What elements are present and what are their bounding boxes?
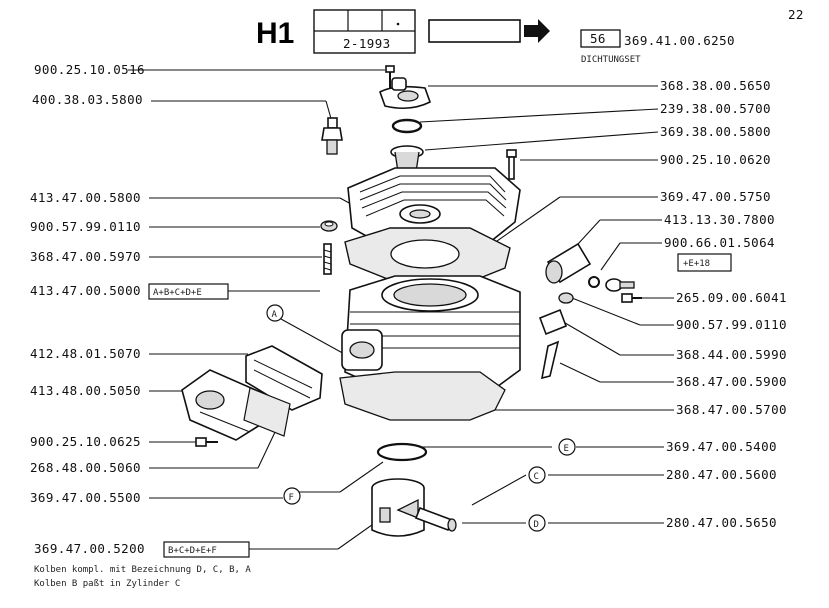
part-number-right: 369.38.00.5800	[660, 124, 771, 139]
temperature-sensor	[321, 117, 343, 155]
part-number-right: 900.57.99.0110	[676, 317, 787, 332]
variant-label: B+C+D+E+F	[168, 546, 217, 556]
part-number-left: 900.25.10.0625	[30, 434, 141, 449]
part-number-right: 368.47.00.5900	[676, 374, 787, 389]
piston-ring	[376, 442, 428, 462]
part-number-right: 239.38.00.5700	[660, 101, 771, 116]
header-empty-box	[428, 19, 521, 43]
reed-valve	[245, 345, 323, 411]
washer	[320, 220, 338, 232]
exhaust-sleeve	[545, 242, 592, 284]
callout-E: E	[558, 438, 576, 456]
svg-text:F: F	[289, 493, 294, 503]
bolt-right	[506, 149, 517, 180]
part-number-left: 368.47.00.5970	[30, 249, 141, 264]
screw-right	[621, 293, 642, 303]
part-number-right: 368.47.00.5700	[676, 402, 787, 417]
intake-manifold	[181, 369, 269, 441]
part-number-right: 280.47.00.5600	[666, 467, 777, 482]
piston-pin	[414, 506, 457, 532]
set-number: 369.41.00.6250	[624, 33, 735, 48]
callout-D: D	[528, 514, 546, 532]
group-code-box	[580, 29, 621, 48]
piston	[371, 478, 425, 537]
set-label: DICHTUNGSET	[581, 55, 641, 65]
part-number-left: 268.48.00.5060	[30, 460, 141, 475]
callout-F: F	[283, 461, 384, 505]
base-gasket	[339, 371, 506, 421]
sheet-code: H1	[256, 17, 294, 50]
plus-note: +E+18	[683, 259, 710, 269]
callout-C: C	[528, 466, 546, 484]
part-number-right: 369.47.00.5750	[660, 189, 771, 204]
part-number-right: 368.38.00.5650	[660, 78, 771, 93]
o-ring-small	[588, 276, 600, 288]
rod	[540, 340, 560, 380]
o-ring	[391, 118, 423, 134]
group-code: 56	[590, 31, 606, 46]
part-number-left: 369.47.00.5200	[34, 541, 145, 556]
part-number-right: 900.66.01.5064	[664, 235, 775, 250]
part-number-right: 413.13.30.7800	[664, 212, 775, 227]
part-number-right: 265.09.00.6041	[676, 290, 787, 305]
part-number-left: 412.48.01.5070	[30, 346, 141, 361]
footnote: Kolben kompl. mit Bezeichnung D, C, B, A	[34, 565, 251, 575]
plus-note-box	[677, 253, 732, 272]
part-number-right: 280.47.00.5650	[666, 515, 777, 530]
svg-text:C: C	[534, 472, 539, 482]
intake-gasket	[243, 387, 291, 437]
part-number-right: 368.44.00.5990	[676, 347, 787, 362]
stud	[323, 243, 332, 275]
part-number-left: 369.47.00.5500	[30, 490, 141, 505]
header-grid	[313, 9, 416, 54]
bracket	[538, 308, 568, 336]
water-outlet-cover	[379, 77, 431, 110]
part-number-left: 900.57.99.0110	[30, 219, 141, 234]
washer-right	[558, 292, 574, 304]
svg-text:E: E	[564, 444, 569, 454]
svg-text:A: A	[272, 310, 278, 320]
part-number-left: 413.47.00.5000	[30, 283, 141, 298]
leader-lines-left	[128, 69, 387, 550]
screw-small	[195, 437, 218, 447]
page-number: 22	[788, 7, 804, 22]
footnote: Kolben B paßt in Zylinder C	[34, 579, 180, 589]
part-number-left: 900.25.10.0516	[34, 62, 145, 77]
part-number-right: 900.25.10.0620	[660, 152, 771, 167]
leader-lines-right	[419, 85, 674, 524]
svg-text:D: D	[534, 520, 539, 530]
header-date: 2-1993	[343, 36, 391, 51]
part-number-left: 413.47.00.5800	[30, 190, 141, 205]
arrow-right-icon	[524, 19, 550, 43]
callout-A: A	[266, 304, 349, 357]
head-gasket	[344, 227, 511, 283]
part-number-right: 369.47.00.5400	[666, 439, 777, 454]
exhaust-plug	[605, 278, 635, 292]
variant-label: A+B+C+D+E	[153, 288, 202, 298]
part-number-left: 413.48.00.5050	[30, 383, 141, 398]
part-number-left: 400.38.03.5800	[32, 92, 143, 107]
